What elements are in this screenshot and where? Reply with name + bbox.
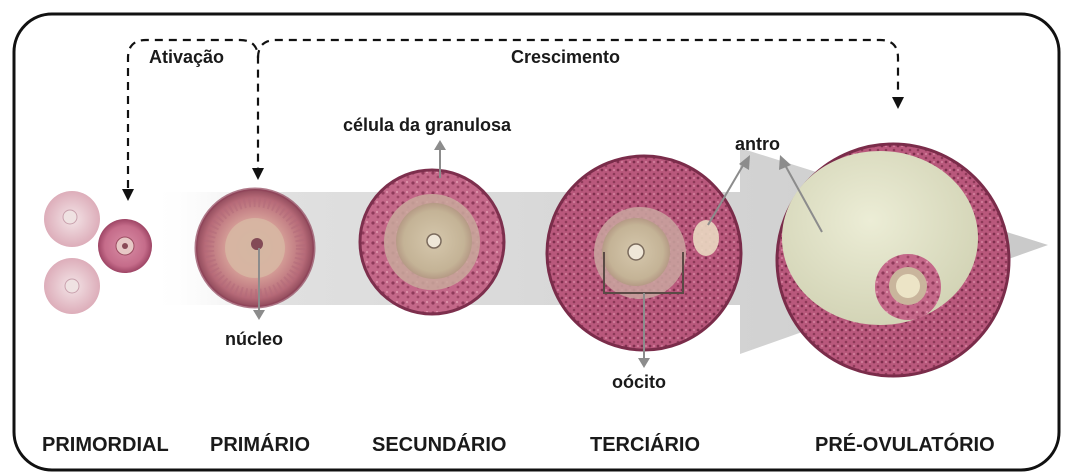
stage-label-tertiary: TERCIÁRIO — [590, 433, 700, 456]
stage-label-primordial: PRIMORDIAL — [42, 434, 169, 456]
activation-label: Ativação — [149, 47, 224, 67]
antrum-label: antro — [735, 134, 780, 154]
oocyte-label: oócito — [612, 372, 666, 392]
primary-nucleus — [251, 238, 263, 250]
preovulatory-follicle — [777, 144, 1009, 376]
secondary-follicle — [360, 170, 504, 314]
granulosa-label: célula da granulosa — [343, 115, 512, 135]
nucleus-label: núcleo — [225, 329, 283, 349]
tertiary-antrum — [693, 220, 719, 256]
primary-follicle — [196, 189, 314, 307]
stage-label-secondary: SECUNDÁRIO — [372, 433, 506, 456]
stage-label-primary: PRIMÁRIO — [210, 433, 310, 456]
growth-label: Crescimento — [511, 47, 620, 67]
stage-label-preovulatory: PRÉ-OVULATÓRIO — [815, 432, 995, 456]
